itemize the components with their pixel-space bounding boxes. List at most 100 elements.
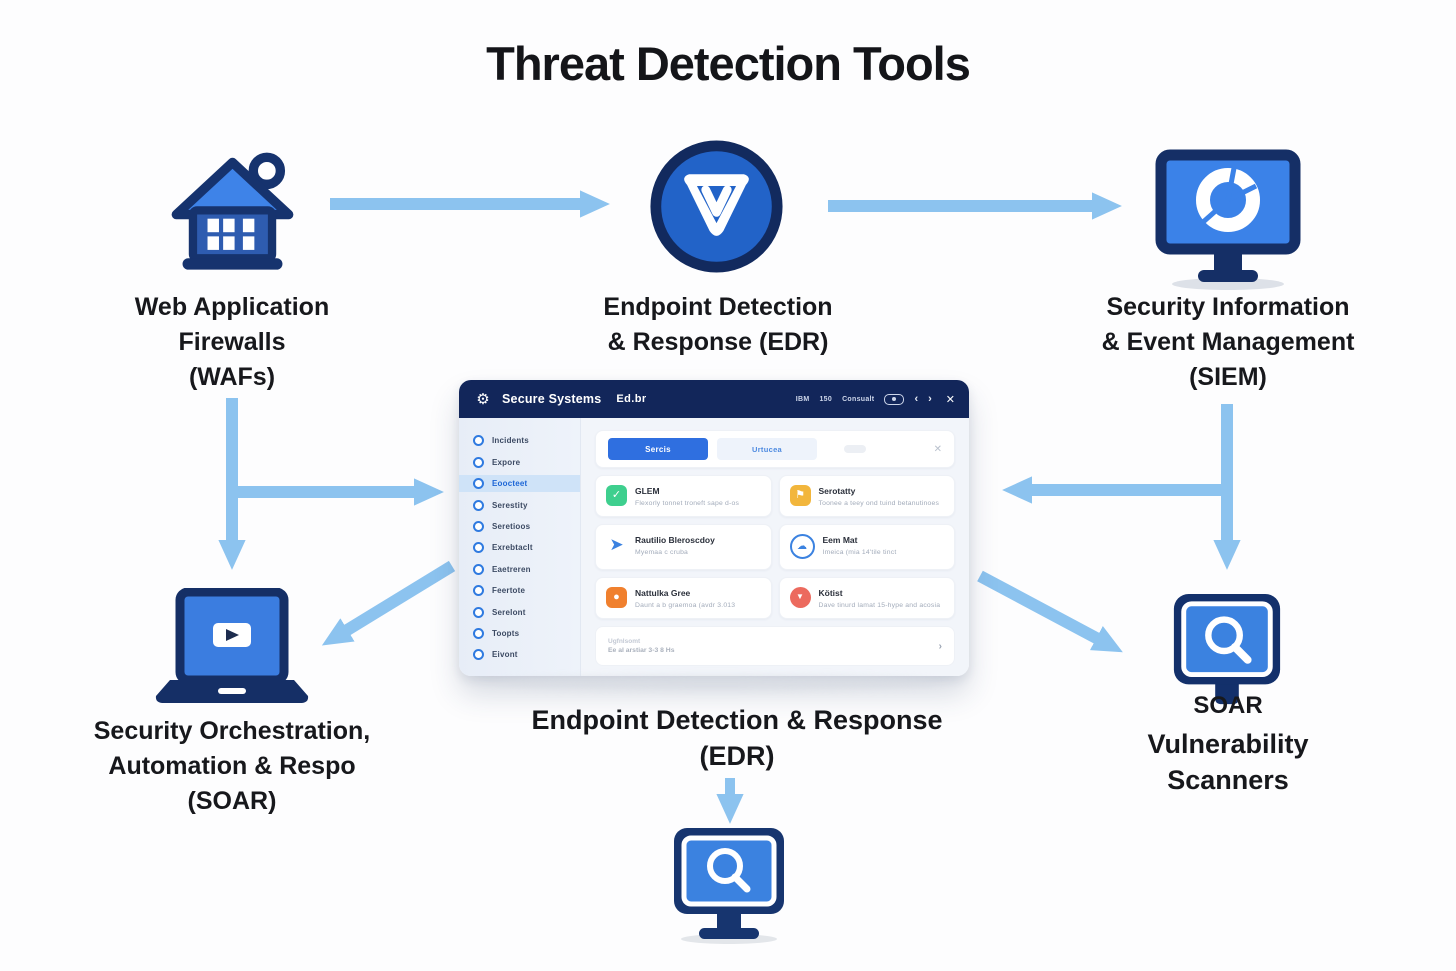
cloud-icon: ☁ <box>789 534 815 560</box>
edr-top-label: Endpoint Detection & Response (EDR) <box>603 293 833 356</box>
sidebar-item-label: Incidents <box>492 436 529 446</box>
bullet-icon <box>473 585 484 597</box>
sidebar-item[interactable]: Incidents <box>459 432 580 449</box>
sidebar-item[interactable]: Exrebtaclt <box>459 539 580 556</box>
feature-card[interactable]: ➤ Rautilio Bleroscdoy Myemaa c cruba <box>595 524 772 570</box>
card-subtitle: Toonee a teey ond tuind betanutinoes <box>818 500 940 507</box>
flag-icon: ⚑ <box>789 485 811 506</box>
edr-monitor-icon <box>674 828 784 944</box>
menu-item-1[interactable]: IBM <box>795 395 810 403</box>
menu-item-3[interactable]: Consualt <box>842 395 875 403</box>
house-icon <box>171 152 294 270</box>
window-shadow <box>496 676 936 690</box>
sidebar-item[interactable]: Serelont <box>459 604 580 621</box>
sidebar-item[interactable]: Expore <box>459 454 580 471</box>
footer-line-2: Ee al arstiar 3-3 8 Hs <box>608 647 675 654</box>
window-body: Incidents Expore Eoocteet Serest <box>459 418 969 676</box>
arrow-window-to-vuln <box>977 570 1123 653</box>
content-toolbar: Sercis Urtucea ✕ <box>595 430 955 468</box>
window-sidebar: Incidents Expore Eoocteet Serest <box>459 418 581 676</box>
sidebar-item-label: Serestity <box>492 500 528 510</box>
sidebar-item[interactable]: Seretioos <box>459 518 580 535</box>
sidebar-item-label: Eivont <box>492 650 518 660</box>
card-subtitle: Imeica (mia 14'tile tinct <box>822 549 897 557</box>
sidebar-item-label: Toopts <box>492 629 520 639</box>
secondary-button[interactable]: Urtucea <box>717 438 817 460</box>
sidebar-item-label: Eoocteet <box>492 479 528 489</box>
siem-label: Security Information & Event Management … <box>1101 293 1355 391</box>
edr-bottom-label: Endpoint Detection & Response (EDR) <box>531 705 943 771</box>
feature-card[interactable]: ▼ Kötist Dave tinurd lamat 15-hype and a… <box>778 576 955 619</box>
sidebar-item-label: Seretioos <box>492 522 531 532</box>
window-title-bar: ⚙ Secure Systems Ed.br IBM 150 Consualt … <box>459 380 969 418</box>
vuln-scanner-icon <box>1173 593 1281 705</box>
bullet-icon <box>473 478 484 490</box>
siem-monitor-icon <box>1155 149 1301 290</box>
card-subtitle: Flexorly tonnet troneft sape d-os <box>635 500 740 507</box>
page-title: Threat Detection Tools <box>486 37 971 90</box>
feature-card[interactable]: ✓ GLEM Flexorly tonnet troneft sape d-os <box>595 475 772 518</box>
card-subtitle: Dave tinurd lamat 15-hype and acosia <box>818 601 941 609</box>
title-bar-controls: IBM 150 Consualt ‹ › ✕ <box>796 393 955 406</box>
bullet-icon <box>473 456 484 468</box>
sidebar-item-label: Expore <box>492 457 521 467</box>
extinguisher-icon: ● <box>606 586 627 608</box>
soar-label: Security Orchestration, Automation & Res… <box>93 717 371 815</box>
card-title: Rautilio Bleroscdoy <box>635 535 715 546</box>
feature-card[interactable]: ⚑ Serotatty Toonee a teey ond tuind beta… <box>778 475 955 518</box>
card-grid: ✓ GLEM Flexorly tonnet troneft sape d-os… <box>595 475 955 619</box>
feature-card[interactable]: ☁ Eem Mat Imeica (mia 14'tile tinct <box>778 524 955 570</box>
footer-chevron-icon[interactable]: › <box>938 640 942 652</box>
card-title: Serotatty <box>818 486 856 496</box>
bullet-icon <box>473 563 484 575</box>
sidebar-item[interactable]: Feertote <box>459 582 580 599</box>
bullet-icon <box>473 499 484 511</box>
footer-line-1: Ugfnlsomt <box>608 638 641 645</box>
check-icon: ✓ <box>606 485 627 506</box>
sidebar-item-label: Feertote <box>492 586 526 596</box>
sidebar-item-label: Eaetreren <box>492 564 531 574</box>
soar-laptop-icon <box>155 588 309 703</box>
window-footer: Ugfnlsomt Ee al arstiar 3-3 8 Hs › <box>595 626 955 666</box>
card-title: Eem Mat <box>822 535 858 546</box>
card-title: Nattulka Gree <box>635 587 691 598</box>
sidebar-item[interactable]: Toopts <box>459 625 580 642</box>
waf-label: Web Application Firewalls (WAFs) <box>134 293 330 391</box>
sidebar-item-label: Exrebtaclt <box>492 543 533 553</box>
window-brand: Secure Systems <box>502 392 602 406</box>
primary-button[interactable]: Sercis <box>608 438 708 460</box>
vuln-label: Vulnerability Scanners <box>1147 729 1309 795</box>
card-subtitle: Myemaa c cruba <box>635 549 689 557</box>
nav-forward-icon[interactable]: › <box>928 392 932 405</box>
toolbar-pill <box>844 445 866 453</box>
bullet-icon <box>473 521 484 533</box>
window-app-title: Ed.br <box>616 393 647 405</box>
bullet-icon <box>473 628 484 640</box>
card-title: Kötist <box>818 587 843 598</box>
sidebar-item-label: Serelont <box>492 607 526 617</box>
sidebar-item[interactable]: Eivont <box>459 646 580 663</box>
badge-icon <box>884 393 905 405</box>
window-content: Sercis Urtucea ✕ ✓ GLEM Flexorly tonnet … <box>581 418 969 676</box>
toolbar-close-icon[interactable]: ✕ <box>933 443 942 455</box>
bullet-icon <box>473 606 484 618</box>
card-subtitle: Daunt a b graemoa (avdr 3.013 <box>635 601 736 609</box>
sidebar-item[interactable]: Eaetreren <box>459 561 580 578</box>
menu-item-2[interactable]: 150 <box>819 395 833 403</box>
send-icon: ➤ <box>609 535 624 555</box>
app-logo-icon: ⚙ <box>476 391 490 408</box>
bullet-icon <box>473 435 484 447</box>
bullet-icon <box>473 649 484 661</box>
secure-systems-window: ⚙ Secure Systems Ed.br IBM 150 Consualt … <box>459 380 969 676</box>
edr-shield-icon <box>650 140 783 273</box>
sidebar-item[interactable]: Serestity <box>459 497 580 514</box>
vuln-soar-caption: SOAR <box>1193 692 1263 719</box>
sidebar-item[interactable]: Eoocteet <box>459 475 580 493</box>
window-close-icon[interactable]: ✕ <box>945 393 955 406</box>
pin-icon: ▼ <box>789 586 811 608</box>
feature-card[interactable]: ● Nattulka Gree Daunt a b graemoa (avdr … <box>595 576 772 619</box>
card-title: GLEM <box>635 486 660 496</box>
nav-back-icon[interactable]: ‹ <box>914 392 919 405</box>
arrow-window-to-soar <box>321 560 456 646</box>
